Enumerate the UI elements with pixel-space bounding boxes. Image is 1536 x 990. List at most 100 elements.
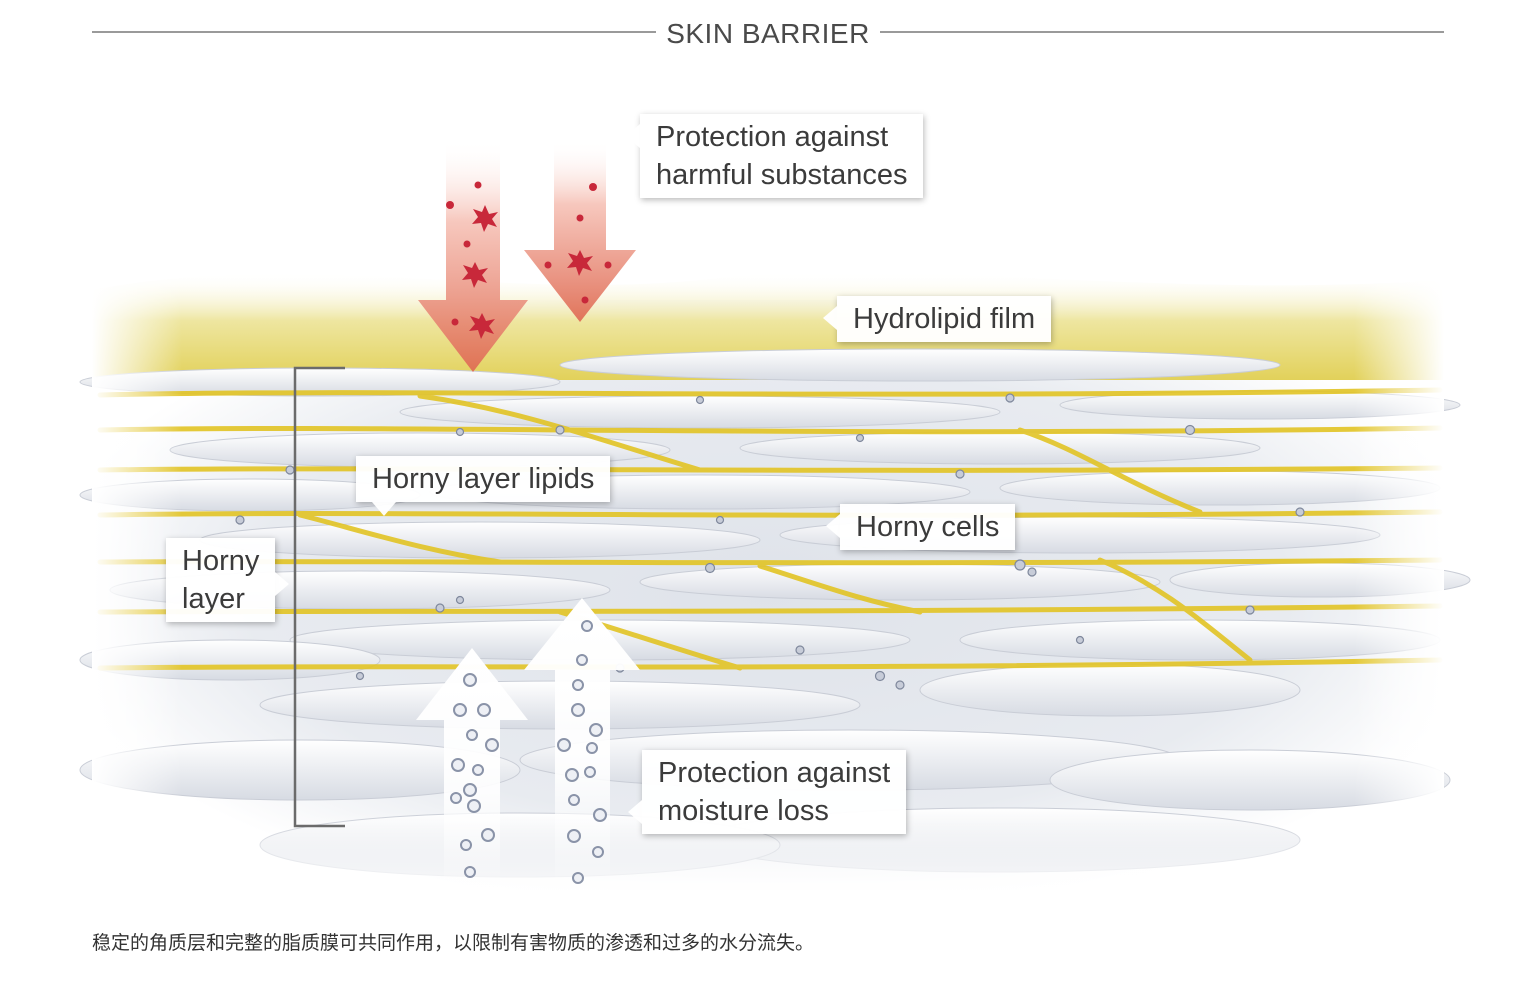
lipid-bubbles (235, 393, 1305, 690)
harmful-particle (451, 318, 459, 326)
moisture-arrow-left-shape (416, 648, 528, 890)
harmful-particle (446, 201, 454, 209)
bubble (1075, 635, 1085, 645)
label-hydrolipid-film: Hydrolipid film (823, 296, 1052, 342)
lipid-strand (1017, 427, 1203, 515)
bubble (795, 645, 805, 655)
cell (559, 348, 1281, 382)
moisture-bubble (450, 792, 462, 804)
moisture-bubble (572, 872, 584, 884)
moisture-bubbles (450, 620, 607, 884)
harmful-particle (472, 205, 498, 232)
protection-moisture-line2: moisture loss (658, 795, 829, 827)
moisture-bubble (460, 839, 472, 851)
bubble (1295, 507, 1305, 517)
label-pointer (372, 502, 396, 516)
bubble (955, 469, 965, 479)
harmful-arrow-right (524, 140, 636, 322)
moisture-bubble (464, 866, 476, 878)
harmful-arrow-left-shape (418, 140, 528, 372)
moisture-arrow-right (524, 598, 640, 890)
bubble (455, 427, 465, 437)
moisture-arrow-right-shape (524, 598, 640, 890)
harmful-particle (567, 250, 593, 276)
horny-layer-bracket (293, 366, 345, 828)
moisture-bubble (463, 673, 477, 687)
bubble (715, 515, 725, 525)
label-horny-cells: Horny cells (826, 504, 1016, 550)
horny-layer-lipids-text: Horny layer lipids (372, 463, 595, 495)
moisture-bubble (584, 766, 596, 778)
moisture-bubble (589, 723, 603, 737)
moisture-bubble (472, 764, 484, 776)
harmful-particle (581, 296, 589, 304)
moisture-bubble (576, 654, 588, 666)
harmful-particle (469, 313, 495, 339)
moisture-bubble (592, 846, 604, 858)
horny-layer-line1: Horny (182, 545, 260, 577)
moisture-bubble (565, 768, 579, 782)
label-protection-moisture: Protection against moisture loss (628, 750, 907, 834)
bubble (355, 671, 365, 681)
moisture-bubble (451, 758, 465, 772)
moisture-bubble (567, 829, 581, 843)
moisture-bubble (568, 794, 580, 806)
cell (79, 739, 521, 801)
moisture-bubble (572, 679, 584, 691)
lipid-strand (97, 509, 1443, 518)
lipid-strand (1097, 557, 1253, 663)
harmful-particle (589, 183, 597, 191)
moisture-bubble (581, 620, 593, 632)
title-rule-right (864, 31, 1444, 33)
bubble (435, 603, 445, 613)
lipid-strand (757, 563, 923, 615)
harmful-particle (463, 240, 471, 248)
harmful-particles (446, 181, 612, 339)
moisture-bubble (453, 703, 467, 717)
moisture-bubble (593, 808, 607, 822)
moisture-bubble (467, 799, 481, 813)
moisture-bubble (477, 703, 491, 717)
cell (919, 663, 1301, 717)
bubble (285, 465, 295, 475)
label-pointer (626, 124, 640, 148)
cell (199, 521, 761, 559)
bubble (1027, 567, 1037, 577)
harmful-arrow-right-shape (524, 140, 636, 322)
moisture-bubble (481, 828, 495, 842)
lipid-strand (97, 387, 1443, 398)
bubble (695, 395, 705, 405)
bubble (874, 670, 886, 682)
moisture-bubble (466, 729, 478, 741)
lipid-strand (97, 557, 1443, 566)
horny-layer-line2: layer (182, 583, 245, 615)
hydrolipid-film-text: Hydrolipid film (853, 303, 1036, 335)
bubble (1245, 605, 1255, 615)
harmful-particle (544, 261, 552, 269)
harmful-particle (462, 262, 488, 288)
lipid-strand (97, 465, 1443, 473)
harmful-arrow-left (418, 140, 528, 372)
moisture-arrow-left (416, 648, 528, 890)
moisture-bubble (586, 742, 598, 754)
bubble (455, 595, 465, 605)
moisture-bubble (485, 738, 499, 752)
cell (639, 563, 1161, 601)
harmful-particle (604, 261, 612, 269)
lipid-strand (297, 512, 503, 565)
lipid-strand (97, 657, 1443, 671)
bubble (1014, 559, 1026, 571)
protection-moisture-line1: Protection against (658, 757, 891, 789)
moisture-bubble (557, 738, 571, 752)
label-pointer (823, 306, 837, 330)
lipid-strand (97, 425, 1443, 435)
horny-cells-text: Horny cells (856, 511, 1000, 543)
figure-caption: 稳定的角质层和完整的脂质膜可共同作用，以限制有害物质的渗透和过多的水分流失。 (92, 933, 815, 954)
moisture-bubble (571, 703, 585, 717)
moisture-bubble (463, 783, 477, 797)
label-pointer (275, 572, 290, 596)
bubble (235, 515, 245, 525)
protection-harmful-line1: Protection against (656, 121, 889, 153)
label-horny-layer: Horny layer (166, 538, 290, 622)
bubble (855, 433, 865, 443)
